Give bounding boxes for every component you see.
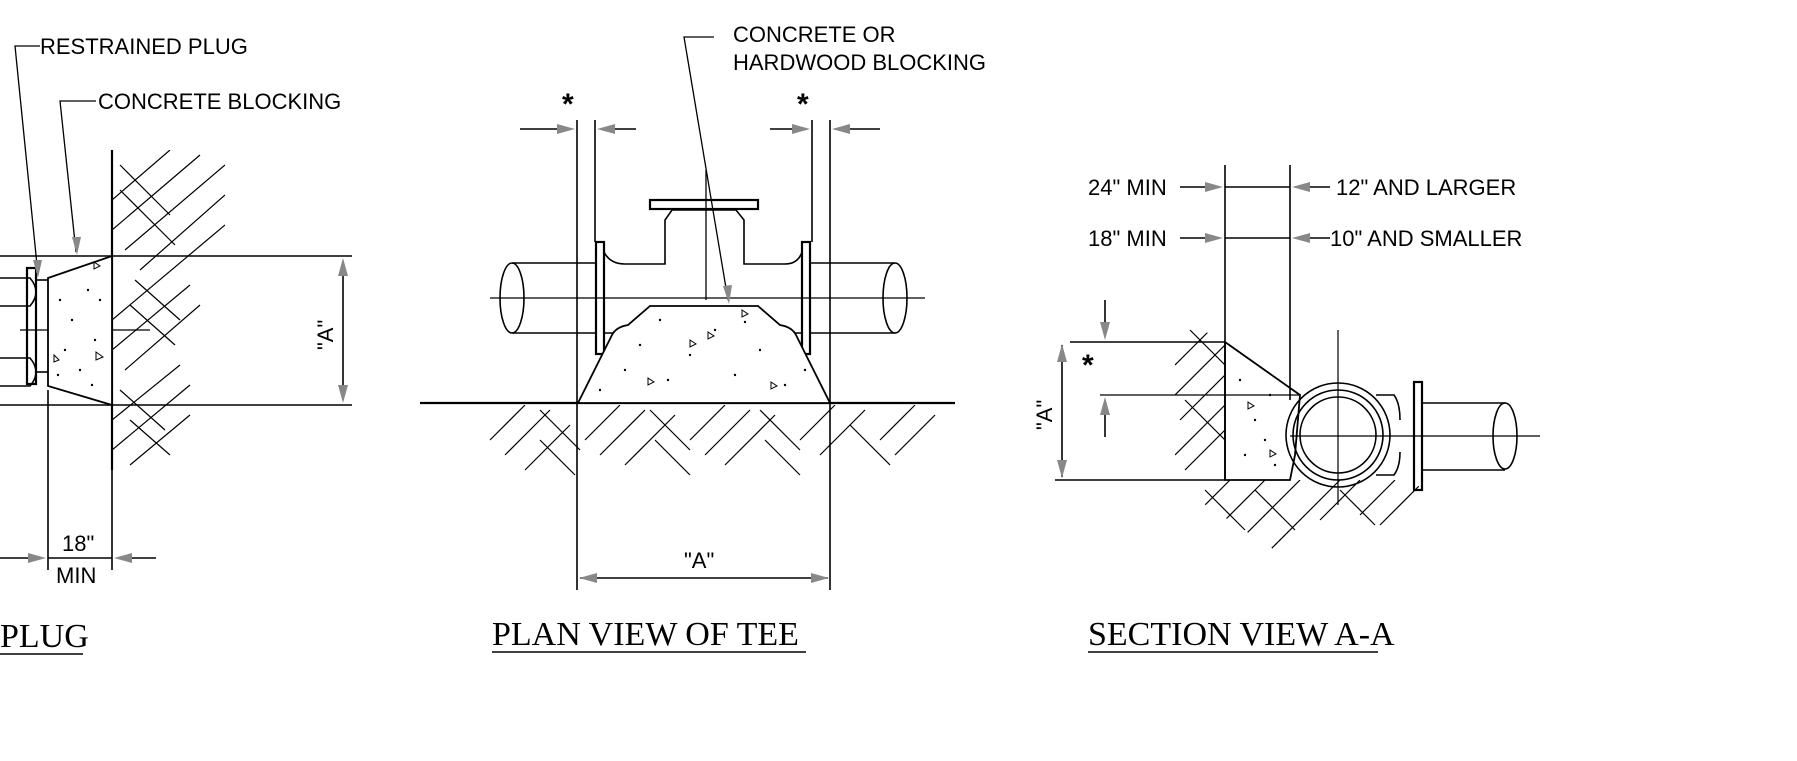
plug-leader-restrained-plug: RESTRAINED PLUG: [40, 34, 248, 59]
section-asterisk: *: [1082, 349, 1094, 382]
section-view-title: SECTION VIEW A-A: [1088, 616, 1395, 653]
section-soil-hatch: [1175, 319, 1430, 556]
plug-dim-a: "A": [313, 320, 338, 350]
section-dim-24-min: 24" MIN: [1088, 175, 1167, 200]
plug-dim-min-unit: MIN: [56, 563, 96, 588]
tee-view-title: PLAN VIEW OF TEE: [492, 616, 799, 653]
section-dim-10-smaller: 10" AND SMALLER: [1330, 226, 1522, 251]
tee-soil-hatch: [489, 405, 936, 476]
tee-concrete-speckle: [598, 309, 807, 392]
tee-view: CONCRETE OR HARDWOOD BLOCKING * * "A" PL…: [420, 22, 986, 653]
tee-leader-line1: CONCRETE OR: [733, 22, 896, 47]
tee-concrete-block: [576, 305, 832, 404]
section-dim-18-min: 18" MIN: [1088, 226, 1167, 251]
plug-dim-min-value: 18": [62, 531, 94, 556]
plug-concrete-block: [47, 254, 113, 407]
plug-leader-concrete-blocking: CONCRETE BLOCKING: [98, 89, 341, 114]
plug-view-title: PLUG: [0, 618, 89, 655]
tee-asterisk-left: *: [562, 88, 574, 121]
tee-asterisk-right: *: [797, 88, 809, 121]
tee-dim-a: "A": [684, 548, 714, 573]
section-concrete-block: [1224, 340, 1301, 481]
plug-view: RESTRAINED PLUG CONCRETE BLOCKING "A" 18…: [0, 34, 352, 655]
section-dim-a: "A": [1032, 400, 1057, 430]
section-dim-12-larger: 12" AND LARGER: [1336, 175, 1516, 200]
plug-concrete-speckle: [53, 261, 105, 387]
section-view: 24" MIN 12" AND LARGER 18" MIN 10" AND S…: [1032, 165, 1540, 653]
tee-leader-line2: HARDWOOD BLOCKING: [733, 50, 986, 75]
plug-soil-hatch: [112, 150, 225, 466]
